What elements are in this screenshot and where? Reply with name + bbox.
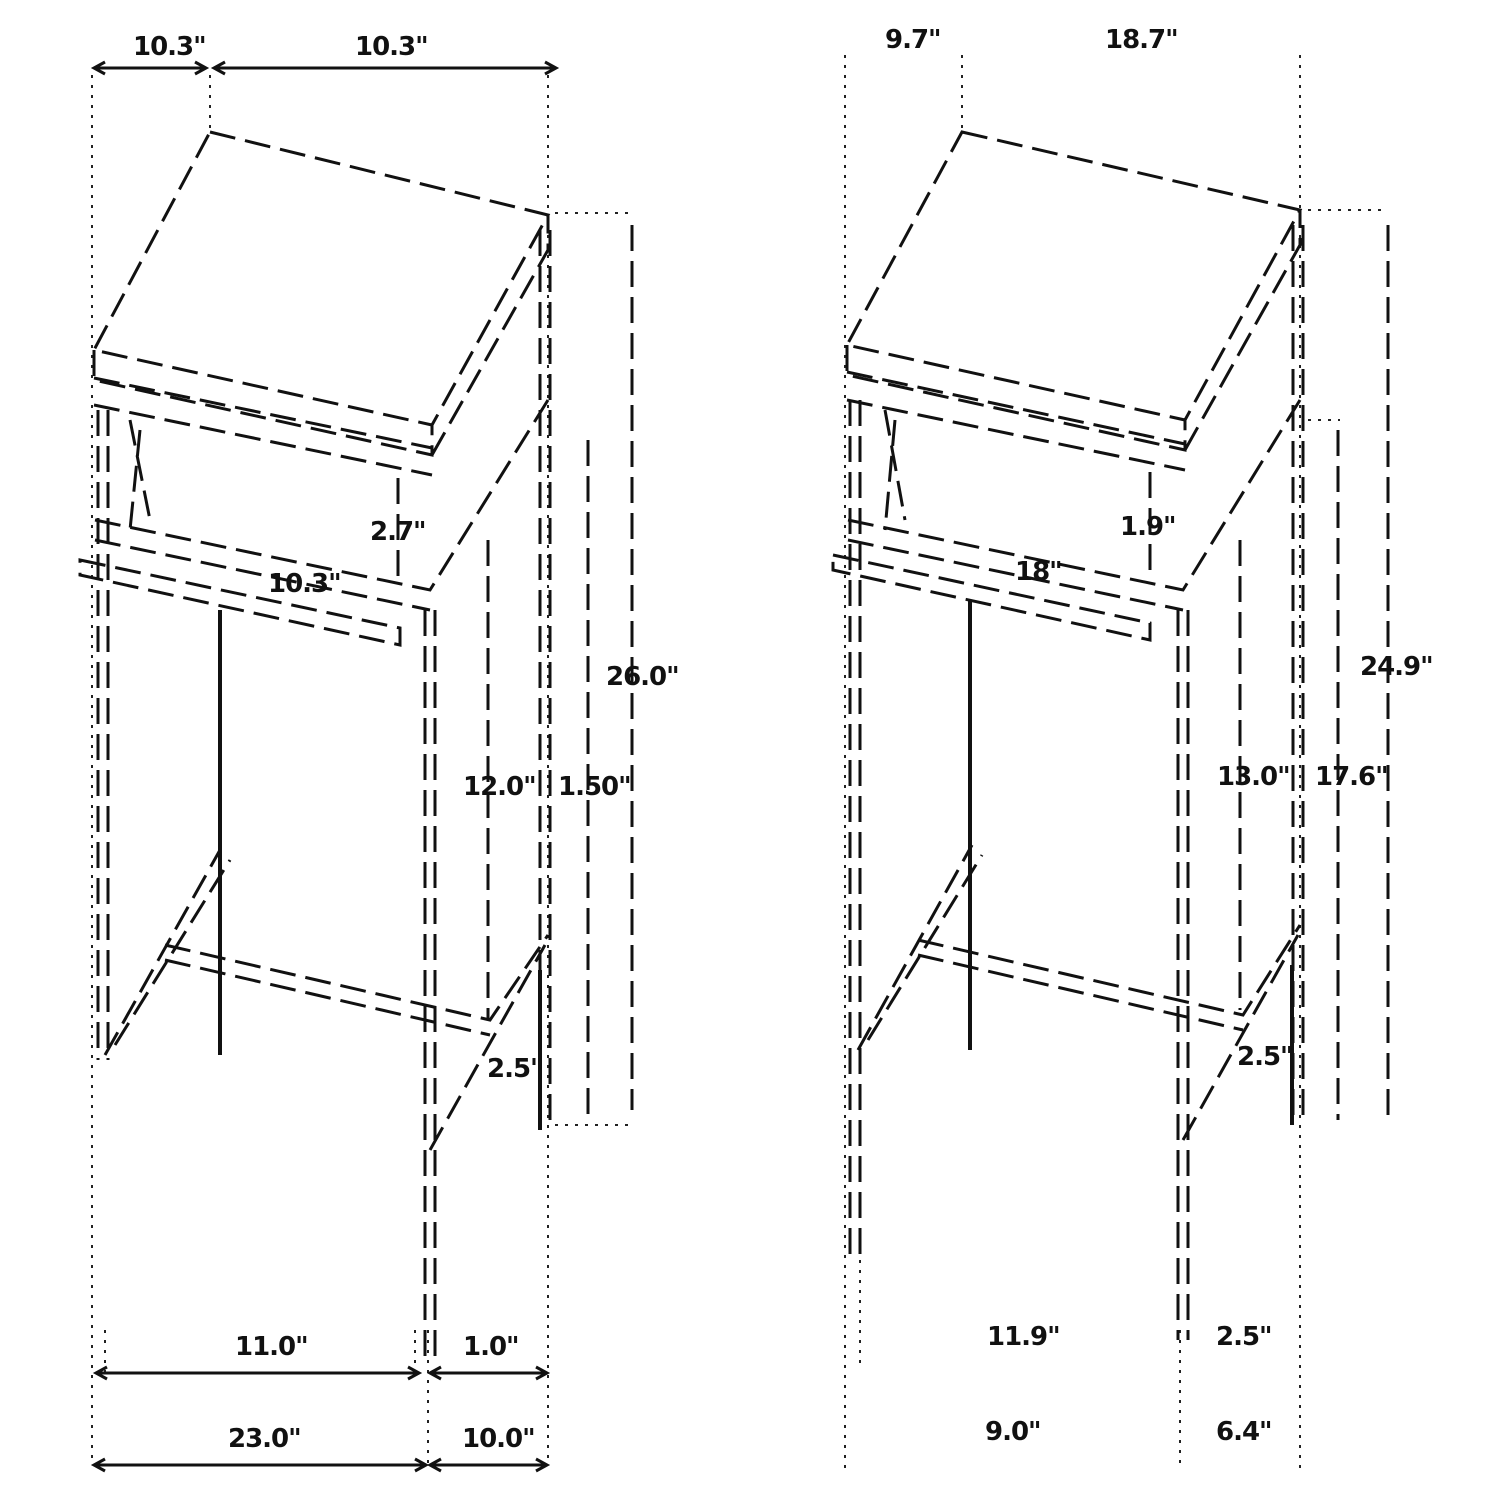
right-base-width-a: 11.9" <box>987 1322 1060 1352</box>
right-overall-width-b: 6.4" <box>1216 1417 1272 1447</box>
left-inner-height: 12.0" <box>463 772 536 802</box>
right-base-width-b: 2.5" <box>1216 1322 1272 1352</box>
left-drawer-depth: 2.7" <box>370 517 426 547</box>
right-side-height: 17.6" <box>1315 762 1388 792</box>
left-base-width-a: 11.0" <box>235 1332 308 1362</box>
right-shelf-label: 18" <box>1015 557 1062 587</box>
right-inner-height: 13.0" <box>1217 762 1290 792</box>
right-top-left-width: 9.7" <box>885 25 941 55</box>
right-bottom-shelf-gap: 2.5" <box>1237 1042 1293 1072</box>
left-base-width-b: 1.0" <box>463 1332 519 1362</box>
left-shelf-label: 10.3" <box>268 569 341 599</box>
left-side-height: 1.50" <box>558 772 631 802</box>
left-top-right-width: 10.3" <box>355 32 428 62</box>
right-top-right-width: 18.7" <box>1105 25 1178 55</box>
left-bottom-shelf-gap: 2.5" <box>487 1054 543 1084</box>
left-view: 10.3" 10.3" 2.7" 10.3" 26.0" 12.0" 1.50"… <box>78 32 680 1473</box>
left-top-left-width: 10.3" <box>133 32 206 62</box>
left-overall-width-a: 23.0" <box>228 1424 301 1454</box>
right-drawer-depth: 1.9" <box>1120 512 1176 542</box>
right-view: 9.7" 18.7" 1.9" 18" 24.9" 13.0" 17.6" 2.… <box>831 25 1434 1470</box>
left-overall-width-b: 10.0" <box>462 1424 535 1454</box>
left-total-height: 26.0" <box>606 662 679 692</box>
right-overall-width-a: 9.0" <box>985 1417 1041 1447</box>
right-total-height: 24.9" <box>1360 652 1433 682</box>
